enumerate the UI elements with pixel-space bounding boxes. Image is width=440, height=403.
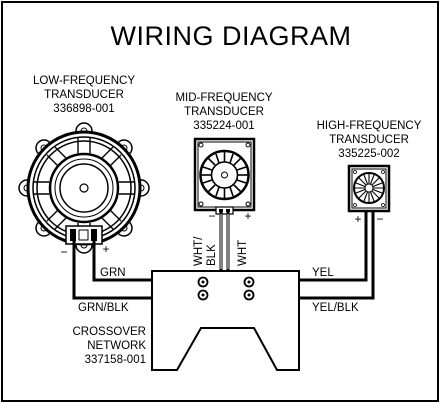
wire-grn-blk bbox=[72, 241, 152, 300]
low-frequency-plus-terminal: + bbox=[102, 242, 109, 256]
crossover-part-number: 337158-001 bbox=[85, 354, 146, 366]
high-frequency-label-line2: TRANSDUCER bbox=[329, 134, 409, 146]
crossover-label-line2: NETWORK bbox=[87, 340, 146, 352]
wire-label-wht-blk-line2: BLK bbox=[206, 244, 218, 266]
crossover-label-line1: CROSSOVER bbox=[73, 326, 147, 338]
mid-frequency-label-line2: TRANSDUCER bbox=[184, 106, 264, 118]
wire-label-wht-blk-line1: WHT/ bbox=[193, 236, 205, 266]
wire-label-yel-blk: YEL/BLK bbox=[312, 302, 359, 314]
wire-yel-blk bbox=[299, 210, 375, 300]
wire-yel bbox=[299, 210, 368, 282]
high-frequency-label-line1: HIGH-FREQUENCY bbox=[317, 120, 422, 132]
low-frequency-label-line1: LOW-FREQUENCY bbox=[33, 75, 135, 87]
wire-grn bbox=[92, 241, 152, 282]
wire-label-yel: YEL bbox=[312, 267, 334, 279]
diagram-title: WIRING DIAGRAM bbox=[111, 21, 352, 51]
high-frequency-minus-terminal: − bbox=[376, 212, 383, 226]
wire-label-grn-blk: GRN/BLK bbox=[78, 302, 129, 314]
wire-label-wht: WHT bbox=[237, 240, 249, 266]
low-frequency-part-number: 336898-001 bbox=[53, 103, 114, 115]
high-frequency-plus-terminal: + bbox=[354, 212, 361, 226]
wire-label-grn: GRN bbox=[100, 267, 126, 279]
low-frequency-minus-terminal: − bbox=[60, 245, 67, 259]
mid-frequency-plus-terminal: + bbox=[244, 209, 251, 223]
mid-frequency-part-number: 335224-001 bbox=[193, 120, 254, 132]
crossover-network bbox=[151, 270, 300, 371]
high-frequency-part-number: 335225-002 bbox=[338, 148, 399, 160]
low-frequency-label-line2: TRANSDUCER bbox=[44, 89, 124, 101]
high-frequency-transducer bbox=[347, 164, 391, 213]
mid-frequency-transducer bbox=[193, 137, 256, 215]
low-frequency-transducer bbox=[18, 122, 150, 254]
mid-frequency-minus-terminal: − bbox=[208, 209, 215, 223]
mid-frequency-label-line1: MID-FREQUENCY bbox=[175, 92, 272, 104]
crossover-terminals bbox=[197, 276, 255, 301]
